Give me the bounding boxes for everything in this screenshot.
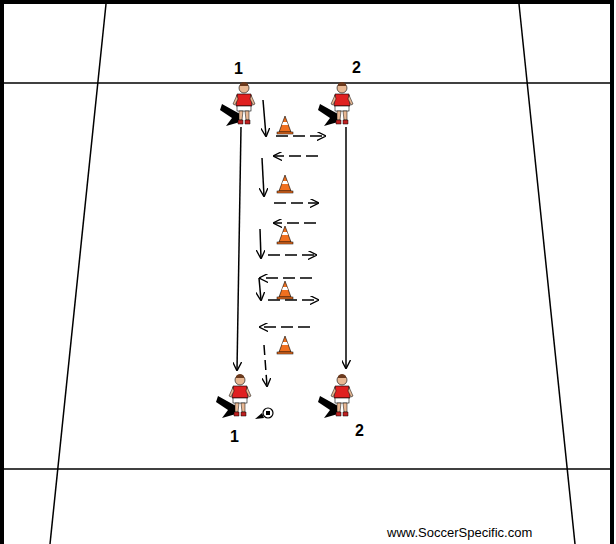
player-number: 2 <box>355 423 364 439</box>
player-number: 1 <box>234 61 243 77</box>
watermark: www.SoccerSpecific.com <box>386 526 533 539</box>
player-number: 2 <box>352 60 361 76</box>
player-number: 1 <box>230 429 239 445</box>
